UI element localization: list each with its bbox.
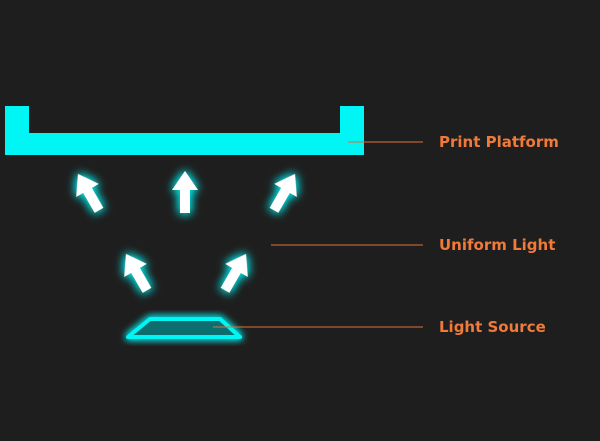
label-uniform-light: Uniform Light	[439, 236, 556, 254]
print-platform	[5, 106, 364, 155]
arrow-up-icon	[114, 247, 159, 297]
label-print-platform: Print Platform	[439, 133, 559, 151]
label-light-source: Light Source	[439, 318, 546, 336]
arrow-up-icon	[262, 167, 307, 217]
arrow-up-icon	[213, 247, 258, 297]
arrow-up-icon	[172, 171, 198, 213]
arrow-up-icon	[66, 167, 111, 217]
light-source	[126, 317, 242, 339]
